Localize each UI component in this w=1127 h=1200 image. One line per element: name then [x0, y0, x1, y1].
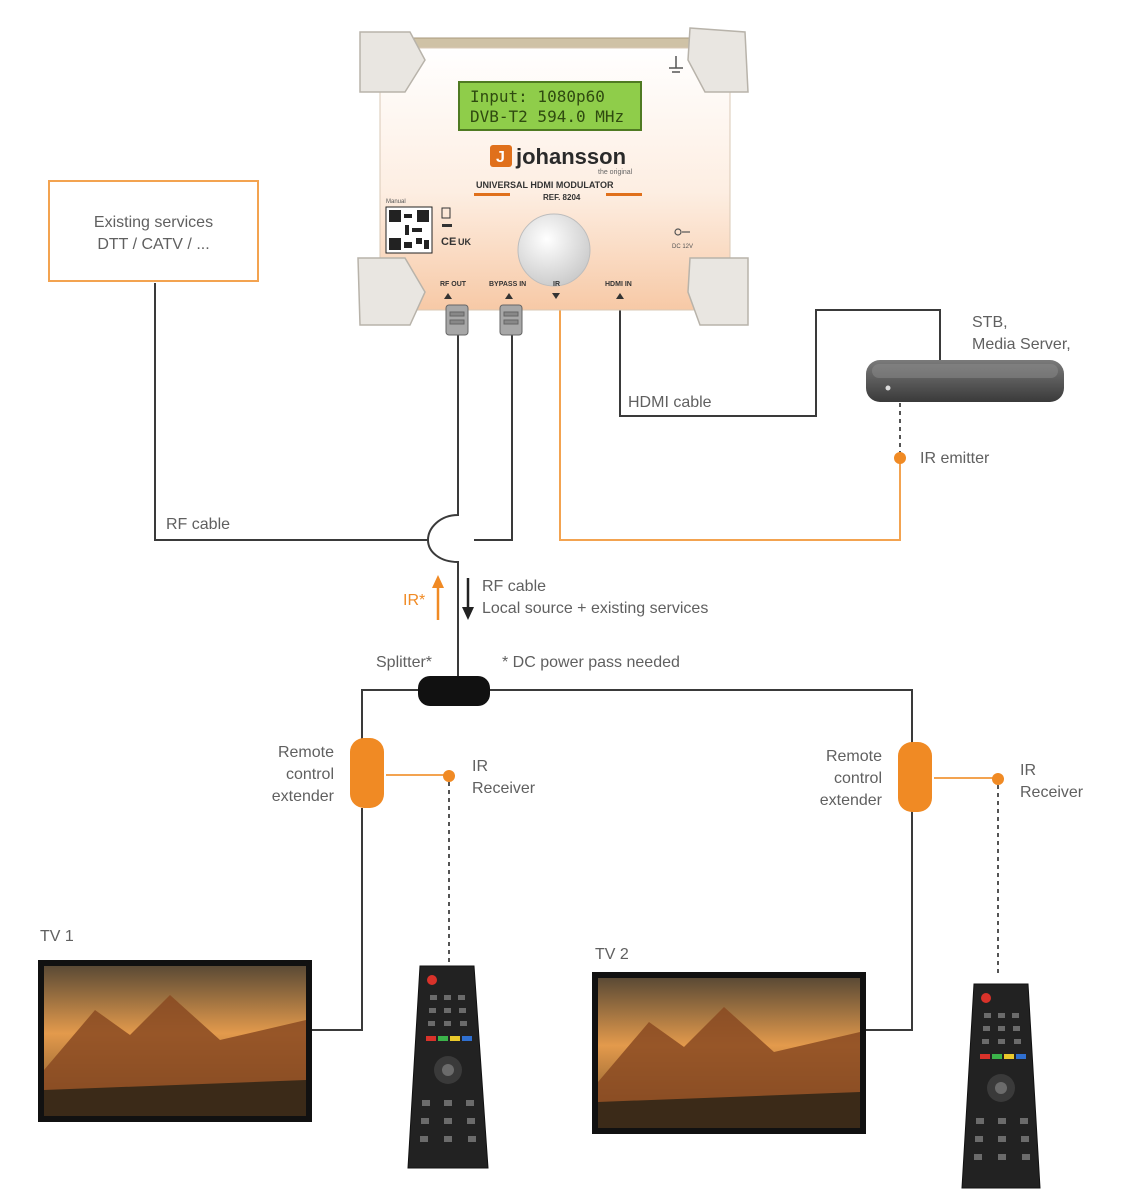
f-connector-bypass	[499, 304, 523, 336]
stb-label-line1: STB,	[972, 314, 1008, 331]
ir-up-arrow	[432, 575, 444, 620]
rf-cable-down-label: RF cable	[482, 578, 547, 595]
right-extender-to-tv	[866, 810, 913, 1031]
tv-1-icon	[38, 960, 312, 1122]
ir-emitter-cable	[559, 310, 901, 541]
ir-receiver-right-line1: IR	[1020, 762, 1036, 779]
ground-icon	[669, 56, 683, 73]
left-extender-to-tv	[312, 808, 363, 1031]
rotary-knob	[517, 213, 591, 287]
extender-left-line1: Remote	[277, 744, 334, 761]
port-label-ir: IR	[553, 281, 560, 288]
ir-receiver-right-dot	[992, 773, 1004, 785]
ir-receiver-left-label: IR Receiver	[472, 756, 535, 800]
brand-logo-mark	[490, 145, 512, 167]
extender-left-label: Remote control extender	[240, 742, 334, 808]
splitter-label: Splitter*	[376, 654, 433, 671]
model-ref: REF. 8204	[543, 193, 581, 202]
model-name: UNIVERSAL HDMI MODULATOR	[476, 180, 614, 190]
local-source-label: Local source + existing services	[482, 600, 709, 617]
rf-cable-services	[154, 283, 428, 541]
ir-receiver-left-line2: Receiver	[472, 780, 536, 797]
modulator-device: Input: 1080p60 DVB-T2 594.0 MHz J johans…	[357, 27, 749, 336]
lcd-screen	[458, 81, 642, 131]
extender-right	[898, 742, 932, 812]
existing-services-line2: DTT / CATV / ...	[97, 236, 210, 253]
rf-cable-bypass	[474, 330, 513, 541]
rf-cable-top-label: RF cable	[166, 516, 231, 533]
tv-1-label: TV 1	[40, 928, 74, 945]
cert-marks: CE	[441, 236, 456, 248]
manual-label: Manual	[386, 199, 406, 205]
cables	[154, 283, 999, 1031]
splitter-right-branch	[490, 689, 913, 745]
power-icon	[674, 228, 690, 236]
ir-receiver-right-label: IR Receiver	[1020, 760, 1083, 804]
ir-emitter-label: IR emitter	[920, 450, 990, 467]
remote-control-right-icon	[961, 983, 1041, 1189]
svg-text:J: J	[496, 149, 505, 166]
f-connector-rf-out	[445, 304, 469, 336]
ir-emitter-dot	[894, 452, 906, 464]
port-label-rf-out: RF OUT	[440, 281, 467, 288]
dc-power-note: * DC power pass needed	[502, 654, 680, 671]
splitter-left-branch	[361, 689, 420, 740]
extender-right-line3: extender	[819, 792, 882, 809]
extender-right-line1: Remote	[825, 748, 882, 765]
ir-receiver-left-dot	[443, 770, 455, 782]
tv-2-icon	[592, 972, 866, 1134]
stb-label: STB, Media Server,	[972, 312, 1071, 356]
existing-services-box: Existing services DTT / CATV / ...	[48, 180, 259, 282]
svg-text:UK: UK	[458, 237, 471, 247]
extender-right-line2: control	[833, 770, 882, 787]
port-label-hdmi: HDMI IN	[605, 281, 632, 288]
extender-right-label: Remote control extender	[788, 746, 882, 812]
tv-2-label: TV 2	[595, 946, 629, 963]
power-label: DC 12V	[672, 244, 693, 250]
port-label-bypass: BYPASS IN	[489, 281, 526, 288]
stb-label-line2: Media Server,	[972, 336, 1071, 353]
hdmi-cable	[619, 305, 941, 417]
brand-tagline: the original	[598, 169, 633, 176]
extender-left-line2: control	[285, 766, 334, 783]
hdmi-cable-label: HDMI cable	[628, 394, 712, 411]
rf-down-arrow	[462, 578, 474, 620]
extender-left-line3: extender	[271, 788, 334, 805]
remote-control-left-icon	[407, 965, 489, 1169]
ir-up-label: IR*	[403, 592, 426, 609]
extender-left	[350, 738, 384, 808]
rf-cable-out	[426, 330, 459, 684]
ir-receiver-left-line1: IR	[472, 758, 488, 775]
set-top-box-icon	[866, 360, 1064, 402]
brand-name: johansson	[515, 144, 626, 169]
ir-receiver-right-line2: Receiver	[1020, 784, 1084, 801]
qr-code	[385, 206, 433, 254]
lcd-line-1: Input: 1080p60	[470, 87, 605, 106]
existing-services-line1: Existing services	[93, 214, 214, 231]
lcd-line-2: DVB-T2 594.0 MHz	[470, 107, 624, 126]
splitter	[418, 676, 490, 706]
